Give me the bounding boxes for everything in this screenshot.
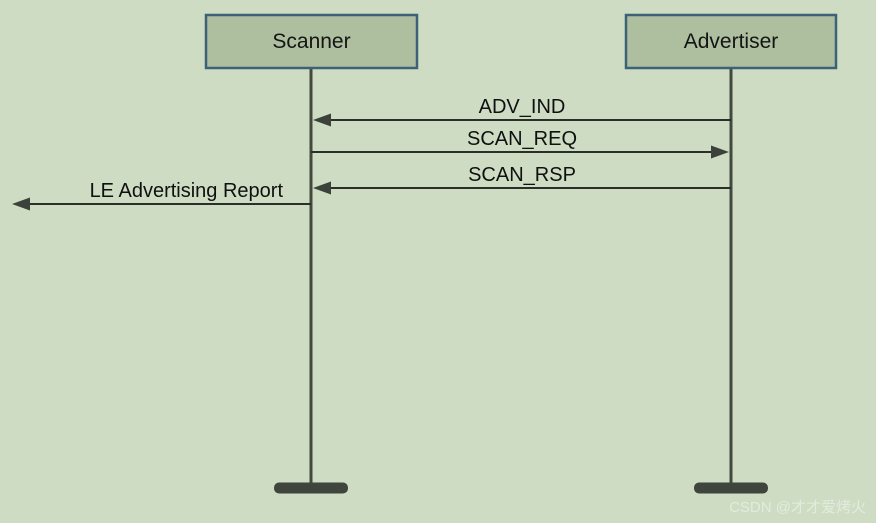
message-label-le-advertising-report: LE Advertising Report bbox=[90, 180, 284, 202]
message-label-scan-rsp: SCAN_RSP bbox=[468, 164, 576, 186]
participant-box-advertiser[interactable] bbox=[624, 13, 838, 70]
message-scan-req[interactable]: SCAN_REQ bbox=[311, 128, 729, 159]
lifeline-foot-scanner bbox=[274, 482, 348, 494]
lifelines-group bbox=[309, 68, 733, 483]
participant-advertiser[interactable]: Advertiser bbox=[624, 13, 838, 70]
message-label-adv-ind: ADV_IND bbox=[479, 96, 566, 118]
message-arrowhead-scan-req bbox=[711, 145, 729, 159]
message-arrowhead-le-advertising-report bbox=[12, 197, 30, 211]
participant-box-scanner[interactable] bbox=[204, 13, 419, 70]
lifeline-feet-group bbox=[274, 482, 768, 494]
participant-scanner[interactable]: Scanner bbox=[204, 13, 419, 70]
message-le-advertising-report[interactable]: LE Advertising Report bbox=[12, 180, 311, 211]
lifeline-foot-advertiser bbox=[694, 482, 768, 494]
message-label-scan-req: SCAN_REQ bbox=[467, 128, 577, 150]
participant-label-scanner: Scanner bbox=[272, 30, 350, 53]
csdn-watermark: CSDN @才才爱烤火 bbox=[729, 499, 866, 516]
message-arrowhead-adv-ind bbox=[313, 113, 331, 127]
message-scan-rsp[interactable]: SCAN_RSP bbox=[313, 164, 731, 195]
message-adv-ind[interactable]: ADV_IND bbox=[313, 96, 731, 127]
participant-label-advertiser: Advertiser bbox=[684, 30, 779, 53]
message-arrowhead-scan-rsp bbox=[313, 181, 331, 195]
